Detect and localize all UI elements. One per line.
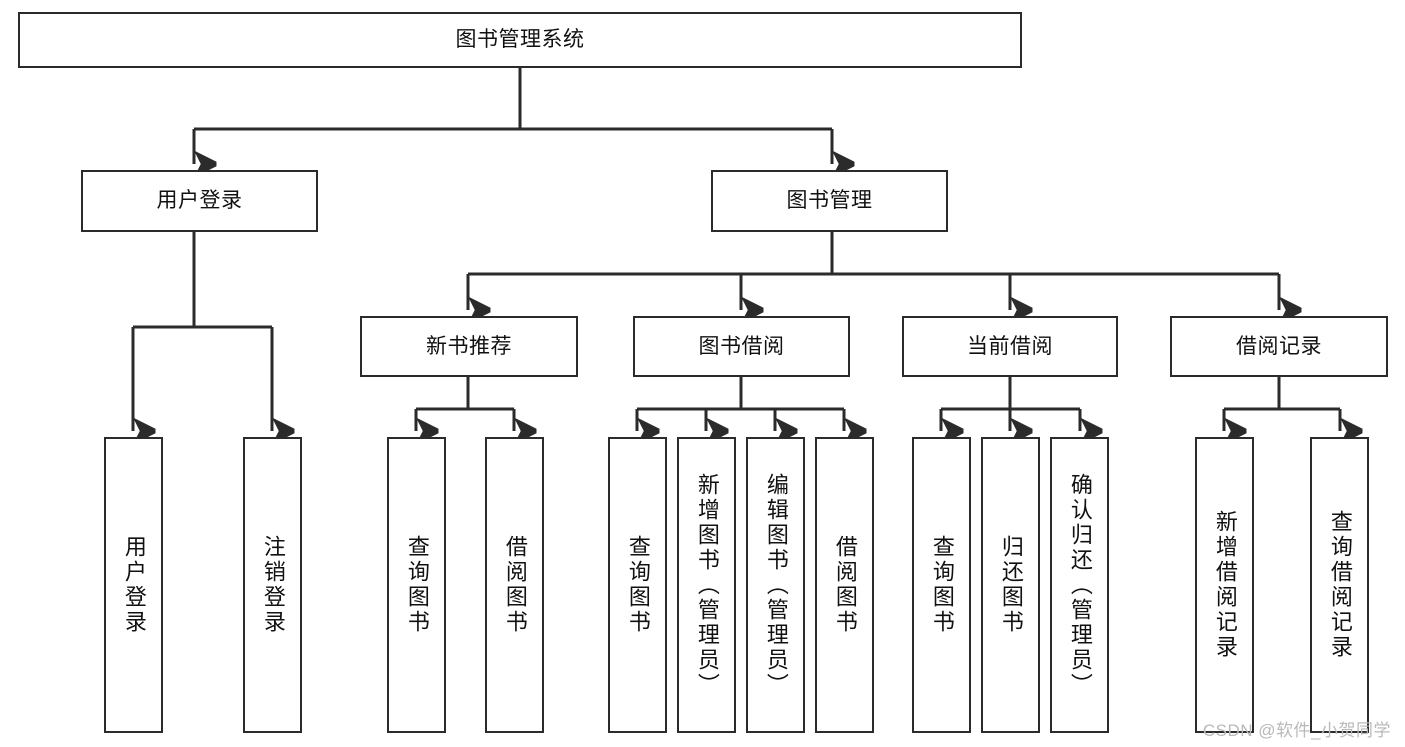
node-label: 借阅图书 — [502, 535, 528, 635]
leaf-edit-book-admin[interactable]: 编辑图书（管理员） — [746, 437, 805, 733]
leaf-query-book-current[interactable]: 查询图书 — [912, 437, 971, 733]
node-label: 归还图书 — [998, 535, 1024, 635]
node-label: 确认归还（管理员） — [1067, 472, 1093, 698]
node-label: 新增图书（管理员） — [694, 472, 720, 698]
leaf-confirm-return-admin[interactable]: 确认归还（管理员） — [1050, 437, 1109, 733]
node-label: 用户登录 — [121, 535, 147, 635]
node-label: 新增借阅记录 — [1212, 510, 1238, 660]
node-label: 图书管理 — [786, 189, 873, 213]
node-label: 新书推荐 — [426, 334, 512, 358]
leaf-logout[interactable]: 注销登录 — [243, 437, 302, 733]
node-label: 查询借阅记录 — [1327, 510, 1353, 660]
leaf-query-borrow-record[interactable]: 查询借阅记录 — [1310, 437, 1369, 733]
node-label: 查询图书 — [625, 535, 651, 635]
leaf-add-borrow-record[interactable]: 新增借阅记录 — [1195, 437, 1254, 733]
node-label: 借阅图书 — [832, 535, 858, 635]
node-label: 查询图书 — [404, 535, 430, 635]
node-current-borrow[interactable]: 当前借阅 — [902, 316, 1118, 377]
node-label: 当前借阅 — [967, 334, 1053, 358]
leaf-borrow-book-recommend[interactable]: 借阅图书 — [485, 437, 544, 733]
leaf-query-book-borrow[interactable]: 查询图书 — [608, 437, 667, 733]
node-label: 图书管理系统 — [455, 28, 585, 52]
node-user-login[interactable]: 用户登录 — [81, 170, 318, 232]
leaf-query-book-recommend[interactable]: 查询图书 — [387, 437, 446, 733]
leaf-return-book[interactable]: 归还图书 — [981, 437, 1040, 733]
node-label: 借阅记录 — [1236, 334, 1322, 358]
leaf-borrow-book[interactable]: 借阅图书 — [815, 437, 874, 733]
watermark-text: CSDN @软件_小贺同学 — [1202, 721, 1391, 740]
node-root-system[interactable]: 图书管理系统 — [18, 12, 1022, 68]
leaf-add-book-admin[interactable]: 新增图书（管理员） — [677, 437, 736, 733]
node-label: 查询图书 — [929, 535, 955, 635]
node-new-book-recommend[interactable]: 新书推荐 — [360, 316, 578, 377]
leaf-user-login[interactable]: 用户登录 — [104, 437, 163, 733]
node-borrow-records[interactable]: 借阅记录 — [1170, 316, 1388, 377]
node-label: 用户登录 — [156, 189, 243, 213]
node-book-borrow[interactable]: 图书借阅 — [633, 316, 850, 377]
node-book-management[interactable]: 图书管理 — [711, 170, 948, 232]
node-label: 图书借阅 — [698, 334, 785, 358]
node-label: 编辑图书（管理员） — [763, 472, 789, 698]
node-label: 注销登录 — [260, 535, 286, 635]
